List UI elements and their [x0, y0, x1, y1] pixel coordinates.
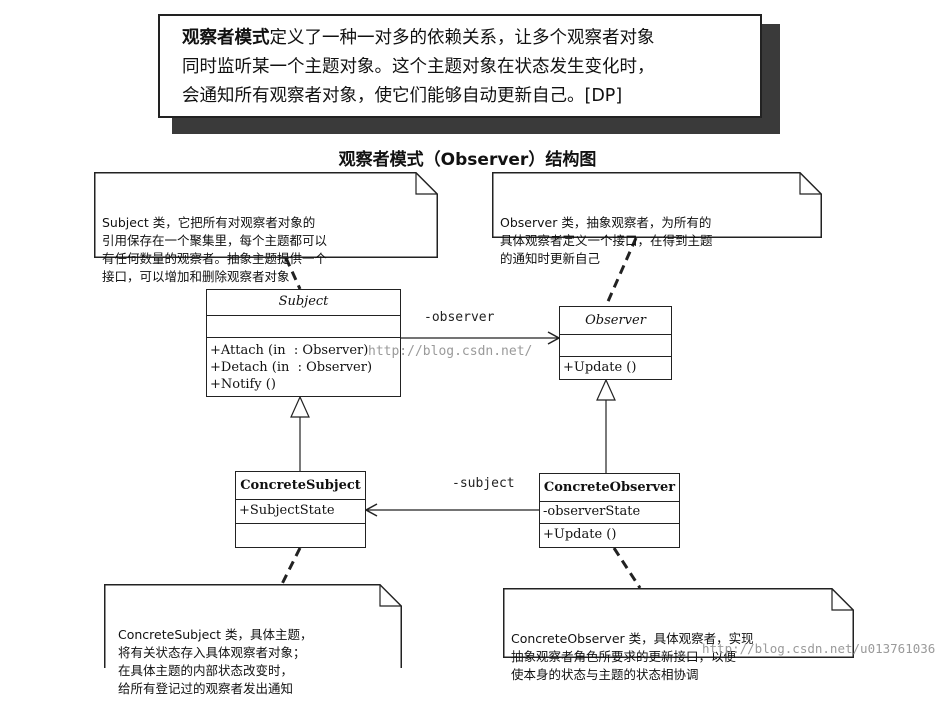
definition-term: 观察者模式	[182, 28, 270, 48]
concrete-observer-class-attributes: -observerState	[540, 502, 679, 524]
observer-class-name: Observer	[560, 307, 671, 335]
observer-class-attributes	[560, 335, 671, 357]
corner-watermark: http://blog.csdn.net/u013761036	[702, 641, 935, 656]
observer-note: Observer 类，抽象观察者，为所有的 具体观察者定义一个接口，在得到主题 …	[492, 172, 822, 266]
page: 观察者模式定义了一种一对多的依赖关系，让多个观察者对象 同时监听某一个主题对象。…	[94, 14, 935, 696]
subject-generalization-arrowhead	[290, 395, 310, 418]
observer-note-text: Observer 类，抽象观察者，为所有的 具体观察者定义一个接口，在得到主题 …	[500, 215, 713, 266]
subject-class-operations: +Attach (in : Observer) +Detach (in : Ob…	[207, 338, 400, 393]
subject-class-name: Subject	[207, 290, 400, 316]
definition-line-2: 同时监听某一个主题对象。这个主题对象在状态发生变化时，	[182, 57, 655, 77]
concrete-observer-class-name: ConcreteObserver	[540, 474, 679, 502]
definition-line-1: 观察者模式定义了一种一对多的依赖关系，让多个观察者对象	[182, 24, 748, 53]
subject-note-text: Subject 类，它把所有对观察者对象的 引用保存在一个聚集里，每个主题都可以…	[102, 215, 328, 284]
concrete-observer-attr-state: -observerState	[543, 504, 641, 519]
definition-line-3: 会通知所有观察者对象，使它们能够自动更新自己。[DP]	[182, 86, 623, 106]
definition-box: 观察者模式定义了一种一对多的依赖关系，让多个观察者对象 同时监听某一个主题对象。…	[158, 14, 762, 118]
subject-op-detach: +Detach (in : Observer)	[210, 360, 373, 375]
concrete-subject-note-anchor	[280, 547, 302, 585]
concrete-observer-class-operations: +Update ()	[540, 524, 679, 543]
concrete-subject-note-frame	[104, 584, 402, 668]
subject-op-notify: +Notify ()	[210, 377, 276, 392]
observer-note-frame	[492, 172, 822, 238]
concrete-observer-note-anchor	[612, 547, 642, 589]
observer-association-label: -observer	[424, 310, 495, 325]
subject-note-frame	[94, 172, 438, 258]
concrete-observer-class: ConcreteObserver -observerState +Update …	[539, 473, 680, 548]
concrete-subject-class-name: ConcreteSubject	[236, 472, 365, 500]
diagram-title: 观察者模式（Observer）结构图	[338, 150, 597, 170]
observer-note-anchor	[604, 237, 638, 307]
subject-association-label: -subject	[452, 476, 515, 491]
observer-class-operations: +Update ()	[560, 357, 671, 376]
subject-note-anchor	[284, 257, 302, 290]
concrete-subject-class-attributes: +SubjectState	[236, 500, 365, 524]
observer-op-update: +Update ()	[563, 360, 637, 375]
concrete-observer-note-frame	[503, 588, 854, 658]
subject-class-attributes	[207, 316, 400, 338]
diagram-connectors	[280, 237, 642, 589]
subject-note: Subject 类，它把所有对观察者对象的 引用保存在一个聚集里，每个主题都可以…	[94, 172, 438, 284]
concrete-subject-class: ConcreteSubject +SubjectState	[235, 471, 366, 548]
concrete-subject-note-text: ConcreteSubject 类，具体主题， 将有关状态存入具体观察者对象； …	[118, 627, 313, 696]
concrete-observer-op-update: +Update ()	[543, 527, 617, 542]
concrete-subject-note: ConcreteSubject 类，具体主题， 将有关状态存入具体观察者对象； …	[104, 584, 402, 696]
subject-class: Subject +Attach (in : Observer) +Detach …	[206, 289, 401, 397]
observer-class: Observer +Update ()	[559, 306, 672, 380]
concrete-subject-attr-state: +SubjectState	[239, 503, 335, 518]
definition-line-1-text: 定义了一种一对多的依赖关系，让多个观察者对象	[269, 28, 655, 48]
observer-generalization-arrowhead	[596, 378, 616, 401]
subject-op-attach: +Attach (in : Observer)	[210, 343, 369, 358]
center-watermark: http://blog.csdn.net/	[368, 344, 533, 359]
concrete-observer-note-text: ConcreteObserver 类，具体观察者，实现 抽象观察者角色所要求的更…	[511, 631, 754, 682]
